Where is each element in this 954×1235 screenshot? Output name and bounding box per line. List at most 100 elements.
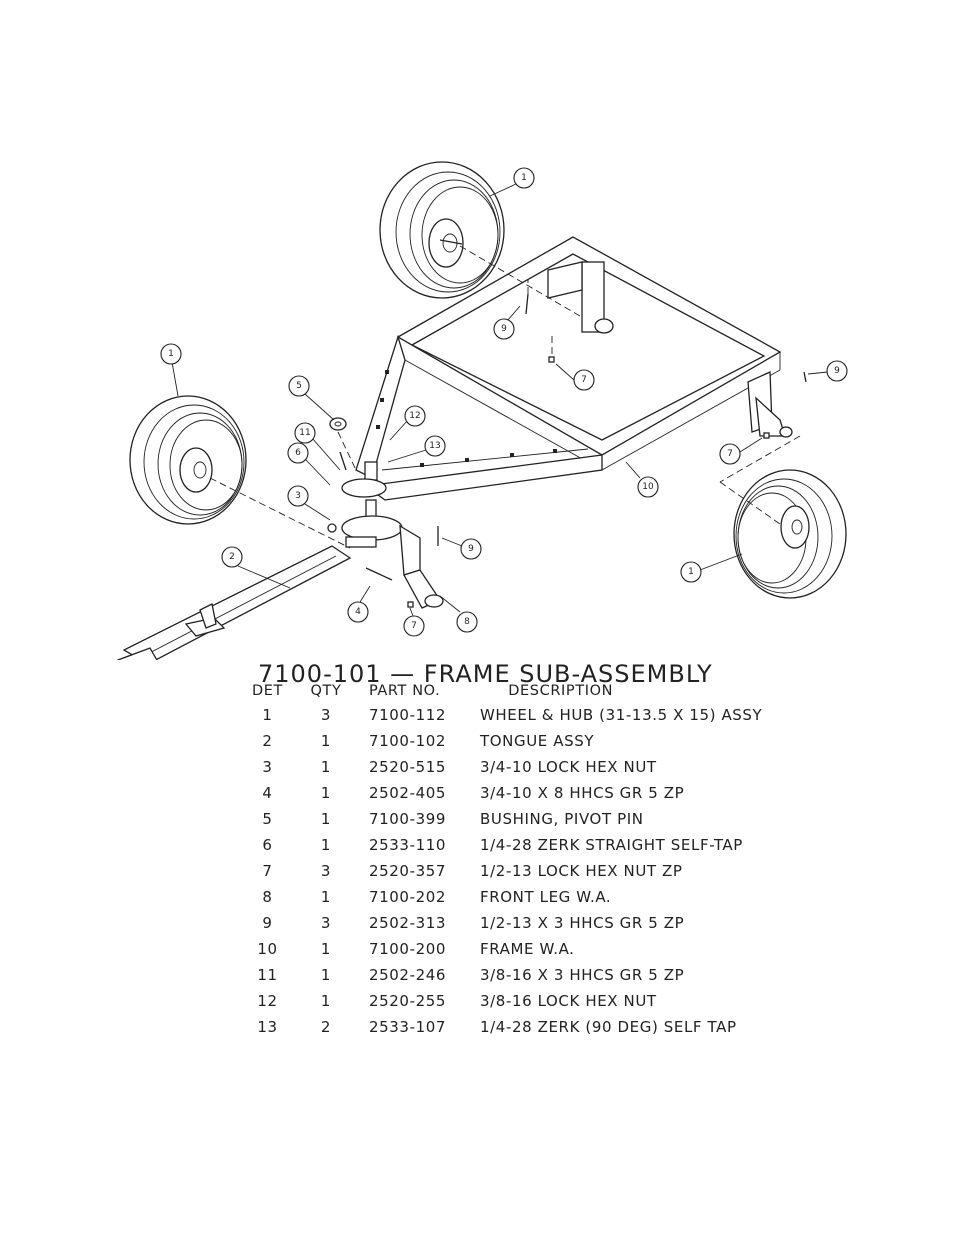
table-row: 7 3 2520-357 1/2-13 LOCK HEX NUT ZP bbox=[240, 858, 762, 884]
cell-part-no: 2502-246 bbox=[369, 966, 447, 984]
svg-text:9: 9 bbox=[501, 324, 507, 334]
cell-qty: 1 bbox=[320, 966, 332, 984]
cell-det: 3 bbox=[262, 758, 273, 776]
cell-det: 7 bbox=[262, 862, 273, 880]
svg-text:7: 7 bbox=[411, 621, 417, 631]
cell-qty: 1 bbox=[320, 836, 332, 854]
cell-det: 11 bbox=[257, 966, 278, 984]
svg-text:7: 7 bbox=[727, 449, 733, 459]
svg-text:13: 13 bbox=[429, 441, 440, 451]
cell-description: 3/4-10 X 8 HHCS GR 5 ZP bbox=[480, 784, 685, 802]
pivot-and-front-leg bbox=[327, 417, 444, 609]
frame-weldment bbox=[355, 236, 793, 501]
cell-part-no: 7100-102 bbox=[369, 732, 447, 750]
callout-1-top: 1 bbox=[513, 167, 535, 189]
cell-part-no: 2520-515 bbox=[369, 758, 447, 776]
callout-7-right: 7 bbox=[719, 443, 741, 465]
cell-description: 3/8-16 X 3 HHCS GR 5 ZP bbox=[480, 966, 685, 984]
table-row: 1 3 7100-112 WHEEL & HUB (31-13.5 X 15) ASS… bbox=[240, 702, 762, 728]
cell-part-no: 2533-110 bbox=[369, 836, 447, 854]
svg-text:4: 4 bbox=[355, 607, 361, 617]
cell-description: 1/4-28 ZERK STRAIGHT SELF-TAP bbox=[480, 836, 743, 854]
callout-1-left: 1 bbox=[160, 343, 182, 365]
column-header-qty: QTY bbox=[310, 683, 342, 699]
svg-text:11: 11 bbox=[299, 428, 310, 438]
explode-lines bbox=[209, 245, 801, 549]
cell-qty: 1 bbox=[320, 732, 332, 750]
cell-qty: 1 bbox=[320, 784, 332, 802]
svg-text:12: 12 bbox=[409, 411, 420, 421]
wheel-right-front bbox=[733, 469, 847, 599]
svg-text:1: 1 bbox=[168, 349, 174, 359]
cell-qty: 1 bbox=[320, 992, 332, 1010]
cell-qty: 1 bbox=[320, 888, 332, 906]
wheel-top-rear bbox=[379, 161, 505, 299]
cell-qty: 1 bbox=[320, 940, 332, 958]
cell-det: 4 bbox=[262, 784, 273, 802]
cell-det: 2 bbox=[262, 732, 273, 750]
callout-11: 11 bbox=[294, 422, 316, 444]
callout-12: 12 bbox=[404, 405, 426, 427]
cell-det: 10 bbox=[257, 940, 278, 958]
column-header-det: DET bbox=[252, 683, 283, 699]
svg-text:6: 6 bbox=[295, 448, 301, 458]
cell-description: 1/2-13 LOCK HEX NUT ZP bbox=[480, 862, 683, 880]
callout-9-top: 9 bbox=[493, 318, 515, 340]
cell-qty: 3 bbox=[320, 914, 332, 932]
svg-text:7: 7 bbox=[581, 375, 587, 385]
callout-7-middle: 7 bbox=[573, 369, 595, 391]
column-header-part-no: PART NO. bbox=[369, 683, 441, 699]
cell-qty: 3 bbox=[320, 862, 332, 880]
cell-description: FRAME W.A. bbox=[480, 940, 575, 958]
cell-det: 9 bbox=[262, 914, 273, 932]
cell-description: BUSHING, PIVOT PIN bbox=[480, 810, 644, 828]
cell-qty: 1 bbox=[320, 810, 332, 828]
svg-text:3: 3 bbox=[295, 491, 301, 501]
small-hardware bbox=[339, 293, 807, 608]
cell-det: 8 bbox=[262, 888, 273, 906]
callout-5: 5 bbox=[288, 375, 310, 397]
page-title: 7100-101 — FRAME SUB-ASSEMBLY bbox=[258, 660, 713, 689]
column-header-description: DESCRIPTION bbox=[508, 683, 614, 699]
callouts: 1 1 1 2 3 4 5 6 7 7 7 8 9 9 9 10 11 12 1… bbox=[160, 167, 848, 637]
cell-det: 1 bbox=[262, 706, 273, 724]
svg-text:1: 1 bbox=[688, 567, 694, 577]
cell-description: 3/8-16 LOCK HEX NUT bbox=[480, 992, 657, 1010]
cell-part-no: 7100-202 bbox=[369, 888, 447, 906]
cell-part-no: 2520-357 bbox=[369, 862, 447, 880]
cell-description: 1/4-28 ZERK (90 DEG) SELF TAP bbox=[480, 1018, 737, 1036]
cell-det: 5 bbox=[262, 810, 273, 828]
cell-description: WHEEL & HUB (31-13.5 X 15) ASSY bbox=[480, 706, 763, 724]
svg-text:10: 10 bbox=[642, 482, 654, 492]
callout-8: 8 bbox=[456, 611, 478, 633]
cell-det: 12 bbox=[257, 992, 278, 1010]
callout-3: 3 bbox=[287, 485, 309, 507]
svg-text:8: 8 bbox=[464, 617, 470, 627]
cell-description: 1/2-13 X 3 HHCS GR 5 ZP bbox=[480, 914, 685, 932]
svg-text:1: 1 bbox=[521, 173, 527, 183]
table-header-row: DET QTY PART NO. DESCRIPTION bbox=[240, 680, 762, 702]
callout-7-bottom: 7 bbox=[403, 615, 425, 637]
cell-part-no: 7100-112 bbox=[369, 706, 447, 724]
cell-qty: 3 bbox=[320, 706, 332, 724]
callout-9-pivot: 9 bbox=[460, 538, 482, 560]
tongue-assembly bbox=[117, 545, 393, 660]
table-row: 8 1 7100-202 FRONT LEG W.A. bbox=[240, 884, 762, 910]
svg-text:9: 9 bbox=[468, 544, 474, 554]
callout-1-right: 1 bbox=[680, 561, 702, 583]
callout-2: 2 bbox=[221, 546, 243, 568]
cell-description: FRONT LEG W.A. bbox=[480, 888, 612, 906]
svg-text:9: 9 bbox=[834, 366, 840, 376]
cell-det: 13 bbox=[257, 1018, 278, 1036]
callout-4: 4 bbox=[347, 601, 369, 623]
